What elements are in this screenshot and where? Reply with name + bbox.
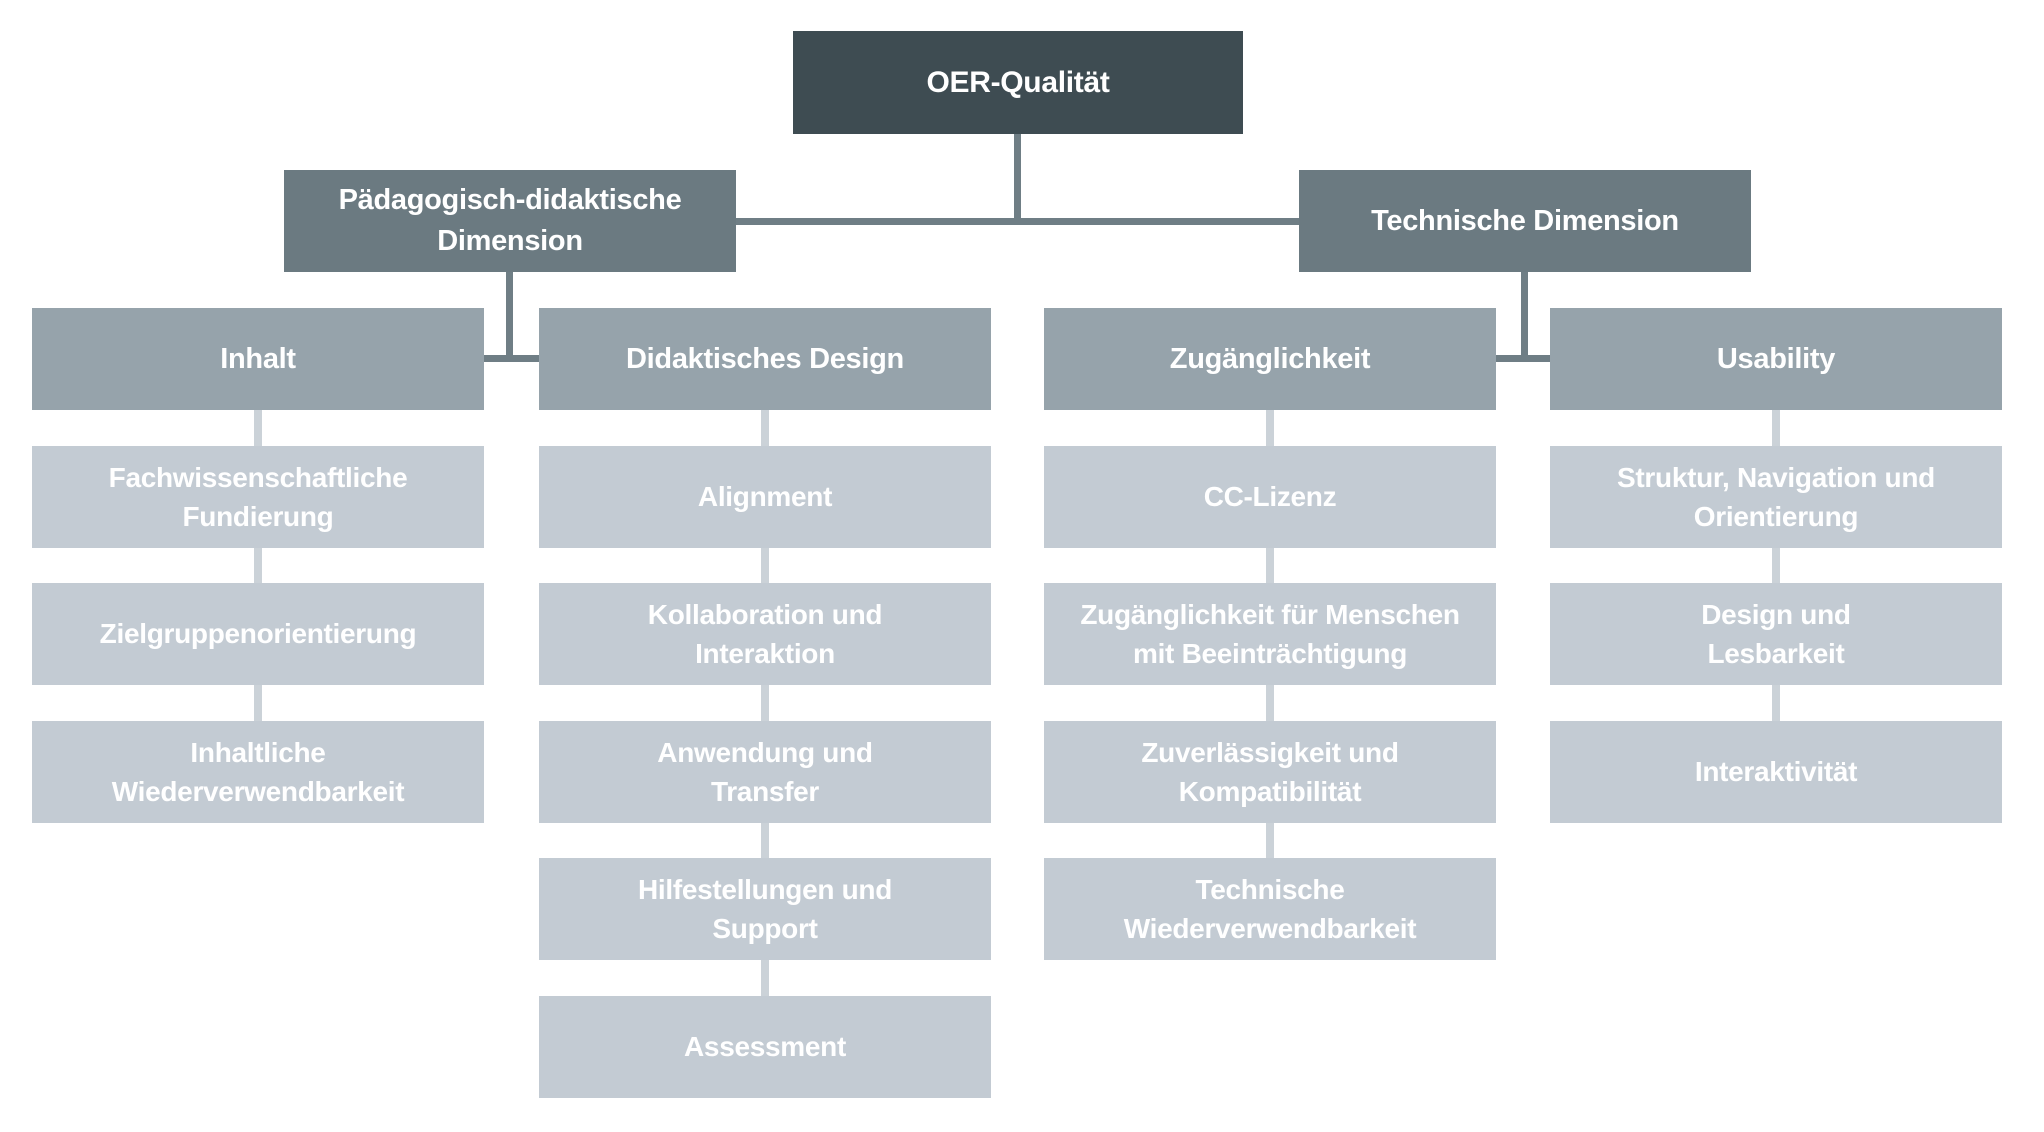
connector-root-crossbar [735, 218, 1299, 225]
node-item-interaktivitaet: Interaktivität [1550, 721, 2002, 823]
node-item-struktur-navigation-orientierung: Struktur, Navigation und Orientierung [1550, 446, 2002, 548]
node-category-label: Zugänglichkeit [1169, 342, 1371, 375]
node-item-design-und-lesbarkeit: Design und Lesbarkeit [1550, 583, 2002, 685]
node-item-label: Technische Wiederverwendbarkeit [1123, 873, 1417, 944]
node-item-label: Struktur, Navigation und Orientierung [1617, 461, 1935, 532]
connector-col1-seg1 [254, 410, 262, 447]
connector-col2-seg2 [761, 548, 769, 584]
node-item-label: Kollaboration und Interaktion [647, 598, 883, 669]
node-item-label: Inhaltliche Wiederverwendbarkeit [111, 736, 405, 807]
node-item-label: Assessment [684, 1031, 846, 1063]
node-item-label: Anwendung und Transfer [657, 736, 873, 807]
node-category-label: Inhalt [220, 342, 296, 375]
node-dimension-technische: Technische Dimension [1299, 170, 1751, 272]
connector-dimension-left-stem [506, 272, 513, 362]
connector-col4-seg2 [1772, 548, 1780, 584]
node-category-inhalt: Inhalt [32, 308, 484, 410]
node-item-label: Zuverlässigkeit und Kompatibilität [1141, 736, 1399, 807]
connector-root-stem [1014, 134, 1021, 225]
connector-col4-seg1 [1772, 410, 1780, 447]
node-dimension-label: Technische Dimension [1371, 204, 1679, 237]
node-category-zugaenglichkeit: Zugänglichkeit [1044, 308, 1496, 410]
node-item-label: Alignment [697, 481, 833, 513]
connector-col1-seg2 [254, 548, 262, 584]
node-item-label: Interaktivität [1694, 756, 1858, 788]
connector-col3-seg1 [1266, 410, 1274, 447]
connector-col3-seg2 [1266, 548, 1274, 584]
node-category-didaktisches-design: Didaktisches Design [539, 308, 991, 410]
node-item-label: Hilfestellungen und Support [637, 873, 893, 944]
node-category-usability: Usability [1550, 308, 2002, 410]
node-item-label: Zugänglichkeit für Menschen mit Beeinträ… [1080, 598, 1460, 669]
connector-col2-seg5 [761, 960, 769, 997]
node-category-label: Usability [1716, 342, 1836, 375]
node-item-assessment: Assessment [539, 996, 991, 1098]
node-item-technische-wiederverwendbarkeit: Technische Wiederverwendbarkeit [1044, 858, 1496, 960]
connector-col2-seg4 [761, 823, 769, 859]
node-dimension-paedagogisch-didaktische: Pädagogisch-didaktische Dimension [284, 170, 736, 272]
connector-col2-seg1 [761, 410, 769, 447]
node-item-cc-lizenz: CC-Lizenz [1044, 446, 1496, 548]
node-item-inhaltliche-wiederverwendbarkeit: Inhaltliche Wiederverwendbarkeit [32, 721, 484, 823]
connector-col3-seg4 [1266, 823, 1274, 859]
connector-dimension-right-tee [1496, 355, 1550, 362]
connector-dimension-right-stem [1521, 272, 1528, 362]
connector-dimension-left-tee [484, 355, 539, 362]
node-item-kollaboration-und-interaktion: Kollaboration und Interaktion [539, 583, 991, 685]
node-item-hilfestellungen-und-support: Hilfestellungen und Support [539, 858, 991, 960]
node-item-label: Zielgruppenorientierung [99, 618, 417, 650]
node-category-label: Didaktisches Design [626, 342, 904, 375]
node-item-zielgruppenorientierung: Zielgruppenorientierung [32, 583, 484, 685]
node-item-zugaenglichkeit-fuer-menschen: Zugänglichkeit für Menschen mit Beeinträ… [1044, 583, 1496, 685]
node-item-fachwissenschaftliche-fundierung: Fachwissenschaftliche Fundierung [32, 446, 484, 548]
connector-col1-seg3 [254, 685, 262, 722]
node-item-label: Fachwissenschaftliche Fundierung [108, 461, 408, 532]
connector-col3-seg3 [1266, 685, 1274, 722]
node-item-anwendung-und-transfer: Anwendung und Transfer [539, 721, 991, 823]
node-root: OER-Qualität [793, 31, 1243, 134]
connector-col4-seg3 [1772, 685, 1780, 722]
node-root-label: OER-Qualität [926, 65, 1110, 99]
node-item-label: Design und Lesbarkeit [1701, 598, 1851, 669]
node-dimension-label: Pädagogisch-didaktische Dimension [338, 184, 682, 257]
node-item-label: CC-Lizenz [1203, 481, 1337, 513]
connector-col2-seg3 [761, 685, 769, 722]
node-item-alignment: Alignment [539, 446, 991, 548]
node-item-zuverlaessigkeit-und-kompatibilitaet: Zuverlässigkeit und Kompatibilität [1044, 721, 1496, 823]
